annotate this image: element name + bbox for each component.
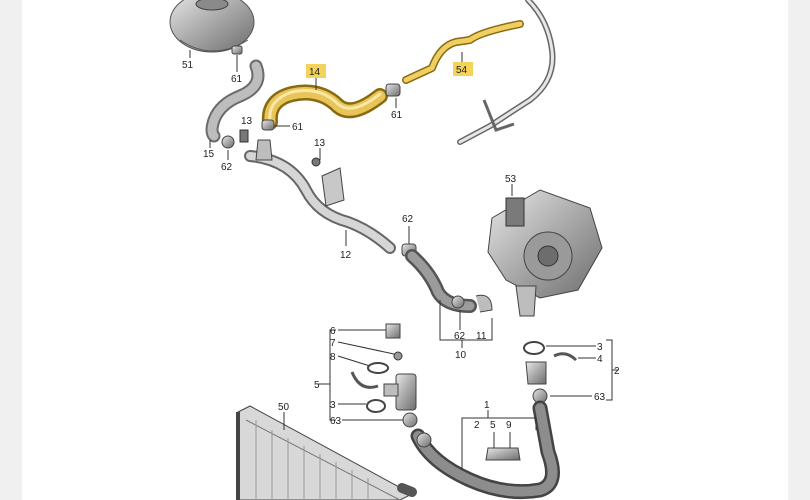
label-63-a: 63 bbox=[330, 416, 342, 427]
label-11: 11 bbox=[476, 331, 487, 342]
label-5-b: 5 bbox=[490, 420, 496, 431]
label-10: 10 bbox=[455, 350, 467, 361]
expansion-tank-part bbox=[169, 0, 255, 53]
label-13-b: 13 bbox=[314, 138, 326, 149]
label-9: 9 bbox=[506, 420, 512, 431]
label-62-b: 62 bbox=[402, 214, 414, 225]
label-62-c: 62 bbox=[454, 331, 466, 342]
label-51: 51 bbox=[182, 60, 194, 71]
svg-text:14: 14 bbox=[309, 67, 321, 78]
label-7: 7 bbox=[330, 338, 336, 349]
label-2-b: 2 bbox=[474, 420, 480, 431]
thermostat-housing-53 bbox=[487, 189, 603, 317]
coolant-pipe-12 bbox=[244, 139, 396, 254]
label-3-b: 3 bbox=[597, 342, 603, 353]
t-connector-part bbox=[383, 373, 418, 428]
label-50: 50 bbox=[278, 402, 290, 413]
label-61-c: 61 bbox=[391, 110, 403, 121]
svg-text:54: 54 bbox=[456, 65, 468, 76]
label-61-a: 61 bbox=[231, 74, 243, 85]
label-8: 8 bbox=[330, 352, 336, 363]
label-1: 1 bbox=[484, 400, 490, 411]
highlighted-pipe-54 bbox=[402, 20, 524, 84]
label-6: 6 bbox=[330, 326, 336, 337]
radiator-50 bbox=[236, 405, 414, 500]
label-13-a: 13 bbox=[241, 116, 253, 127]
label-63-b: 63 bbox=[594, 392, 606, 403]
label-15: 15 bbox=[203, 149, 215, 160]
label-14-tag: 14 bbox=[306, 64, 326, 78]
coolant-system-exploded-view: 51 61 15 13 62 14 61 54 61 bbox=[169, 0, 620, 500]
label-5: 5 bbox=[314, 380, 320, 391]
label-3-a: 3 bbox=[330, 400, 336, 411]
label-61-b: 61 bbox=[292, 122, 304, 133]
label-4: 4 bbox=[597, 354, 603, 365]
label-62-a: 62 bbox=[221, 162, 233, 173]
label-12: 12 bbox=[340, 250, 352, 261]
highlighted-hose-14 bbox=[261, 84, 388, 130]
label-54-tag: 54 bbox=[453, 62, 473, 76]
clamp-part bbox=[231, 45, 243, 55]
label-2: 2 bbox=[614, 366, 620, 377]
parts-diagram-canvas: 51 61 15 13 62 14 61 54 61 bbox=[22, 0, 788, 500]
label-53: 53 bbox=[505, 174, 517, 185]
